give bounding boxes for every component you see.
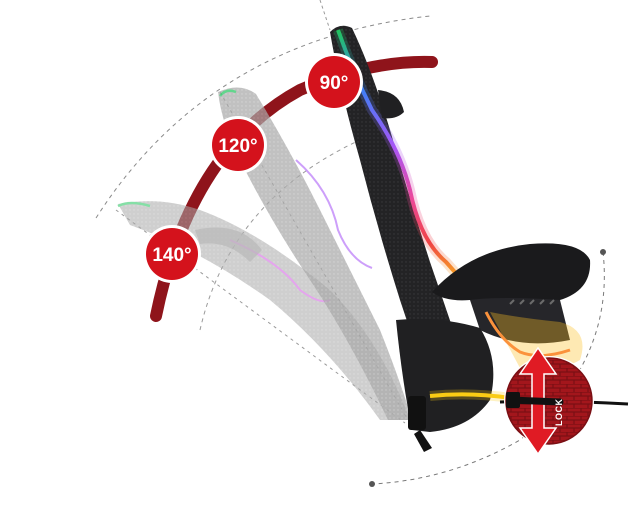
guide-arc-inner: [199, 139, 361, 331]
lock-label: LOCK: [554, 399, 564, 427]
guide-dot-top: [600, 249, 606, 255]
angle-label-90: 90°: [320, 73, 349, 94]
chair-ghost-120: [195, 87, 412, 421]
lock-control: LOCK: [504, 346, 594, 456]
angle-label-120: 120°: [218, 136, 257, 157]
guide-line-right: [319, 0, 331, 31]
angle-badge-90: 90°: [305, 53, 363, 111]
angle-badge-140: 140°: [143, 225, 201, 283]
chair-upright-90: [330, 25, 629, 452]
guide-dot-bottom: [369, 481, 375, 487]
angle-badge-120: 120°: [209, 116, 267, 174]
guide-arc-outer: [95, 15, 431, 219]
angle-label-140: 140°: [152, 245, 191, 266]
